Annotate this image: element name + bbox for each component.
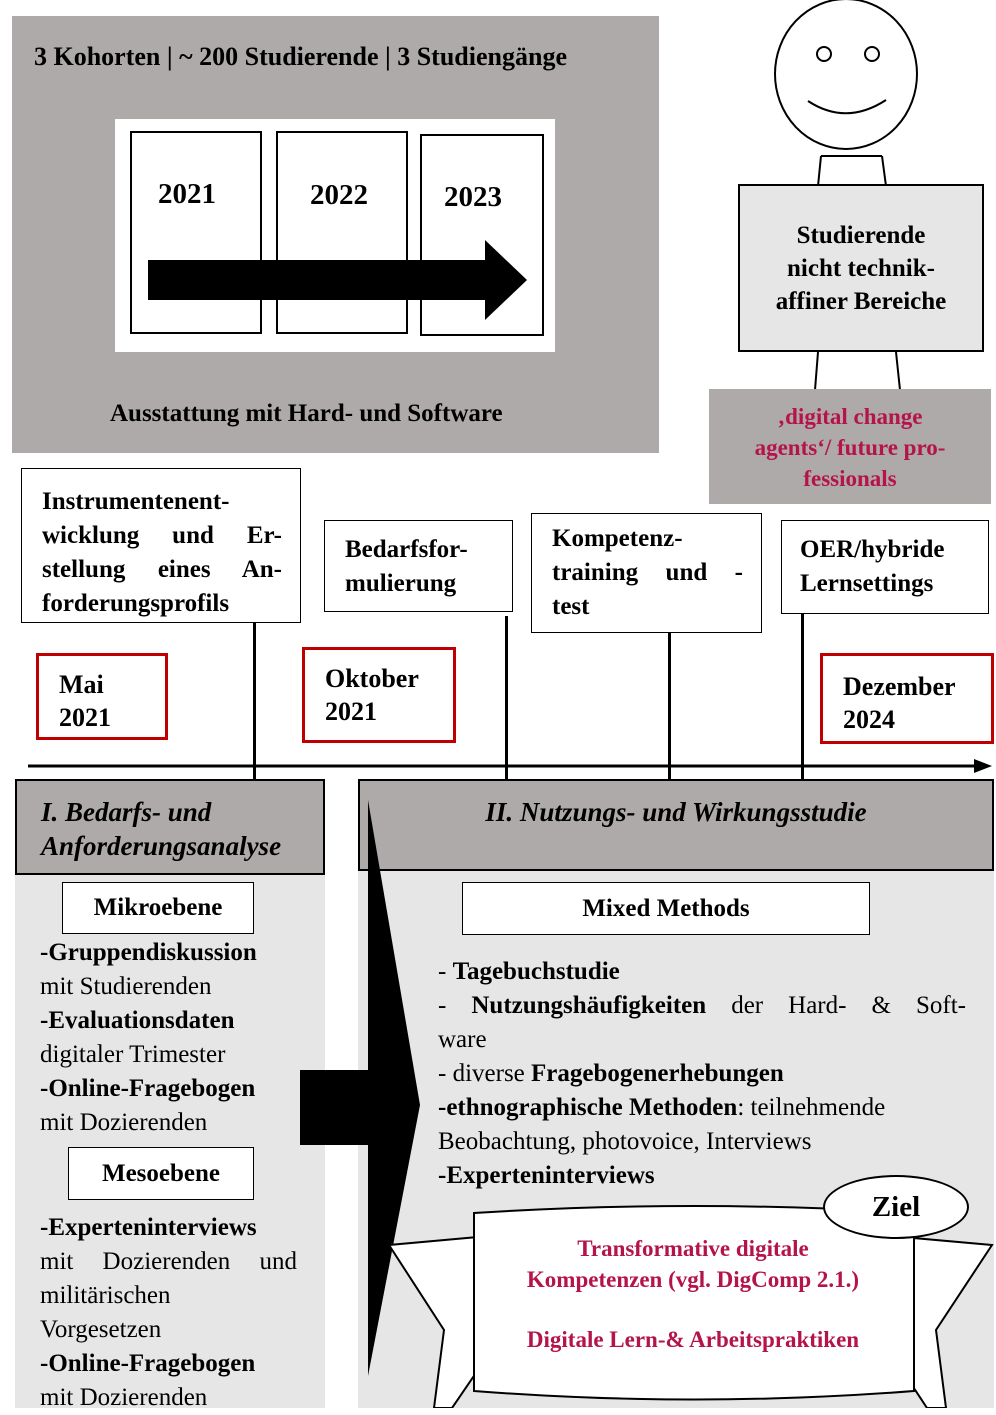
date-text: 2024	[843, 705, 895, 734]
milestone-text: Lernsettings	[800, 570, 934, 597]
year-2021: 2021	[158, 178, 216, 210]
meso-item-title: -Experteninterviews	[40, 1214, 257, 1241]
milestone-text: forderungsprofils	[42, 590, 230, 617]
milestone-competence-training: Kompetenz- training und - test	[531, 513, 762, 633]
year-box-2022	[276, 131, 408, 334]
phase1-title-line: Anforderungsanalyse	[41, 831, 282, 861]
micro-item-text: digitaler Trimester	[40, 1041, 226, 1068]
phase1-body	[15, 875, 325, 1408]
micro-item-text: mit Studierenden	[40, 973, 212, 1000]
milestone-text: training und -	[552, 559, 743, 586]
milestone-text: test	[552, 593, 590, 620]
method-item-cont: ware	[438, 1026, 487, 1053]
phase2-header: II. Nutzungs- und Wirkungsstudie	[358, 779, 994, 871]
cohort-header: 3 Kohorten | ~ 200 Studierende | 3 Studi…	[34, 42, 567, 71]
goal-text-practices: Digitale Lern-& Arbeitspraktiken	[526, 1327, 860, 1352]
milestone-connector	[668, 630, 671, 780]
milestone-text: stellung eines An-	[42, 556, 282, 583]
year-box-2021	[130, 131, 262, 334]
phase2-title: II. Nutzungs- und Wirkungsstudie	[485, 797, 867, 827]
milestone-text: wicklung und Er-	[42, 522, 282, 549]
student-figure-icon	[774, 0, 918, 391]
year-box-2023	[420, 134, 544, 336]
milestone-text: mulierung	[345, 570, 457, 597]
phase1-header: I. Bedarfs- und Anforderungsanalyse	[15, 779, 325, 875]
micro-item-text: mit Dozierenden	[40, 1109, 208, 1136]
goal-label: Ziel	[823, 1175, 969, 1239]
students-line-1: Studierende	[796, 221, 926, 249]
method-item-cont: Beobachtung, photovoice, Interviews	[438, 1128, 812, 1155]
goal-text-competence: Transformative digitale Kompetenzen (vgl…	[474, 1233, 912, 1295]
timeline-axis-arrow-icon	[28, 759, 992, 773]
meso-item-text: mit Dozierenden	[40, 1384, 208, 1411]
date-dezember-2024: Dezember 2024	[820, 653, 994, 744]
meso-item-text: Vorgesetzen	[40, 1316, 162, 1343]
date-mai-2021: Mai 2021	[36, 653, 168, 740]
meso-item-text: mit Dozierenden und	[40, 1248, 297, 1275]
micro-item-title: -Gruppendiskussion	[40, 939, 257, 966]
milestone-connector	[801, 612, 804, 780]
microlevel-label: Mikroebene	[62, 882, 254, 934]
method-item: -Experteninterviews	[438, 1162, 655, 1189]
milestone-needs-formulation: Bedarfsfor- mulierung	[324, 520, 513, 612]
mesolevel-label: Mesoebene	[68, 1147, 254, 1200]
method-item: - Tagebuchstudie	[438, 958, 620, 985]
date-text: Oktober	[325, 664, 419, 693]
method-item: - diverse Fragebogenerhebungen	[438, 1060, 784, 1087]
micro-item-title: -Online-Fragebogen	[40, 1075, 256, 1102]
students-box: Studierende nicht technik- affiner Berei…	[738, 184, 984, 352]
equipment-label: Ausstattung mit Hard- und Software	[110, 400, 503, 427]
students-line-2: nicht technik-	[787, 254, 935, 282]
students-line-3: affiner Bereiche	[775, 287, 947, 315]
phase-transition-arrow-icon	[300, 800, 420, 1376]
date-oktober-2021: Oktober 2021	[302, 647, 456, 743]
timeline-arrow-icon	[148, 240, 527, 320]
meso-item-title: -Online-Fragebogen	[40, 1350, 256, 1377]
milestone-connector	[253, 622, 256, 780]
goal-line: Kompetenzen (vgl. DigComp 2.1.)	[526, 1267, 860, 1292]
date-text: Dezember	[843, 672, 956, 701]
methods-list: - Tagebuchstudie - Nutzungshäufigkeiten …	[438, 955, 966, 1193]
goal-banner-icon	[387, 1205, 994, 1408]
microlevel-list: -Gruppendiskussion mit Studierenden -Eva…	[40, 936, 310, 1140]
mesolevel-list: -Experteninterviews mit Dozierenden und …	[40, 1211, 297, 1415]
year-2022: 2022	[310, 179, 368, 211]
milestone-connector	[505, 616, 508, 780]
date-text: 2021	[59, 703, 111, 732]
phase1-title-line: I. Bedarfs- und	[41, 797, 212, 827]
milestone-text: Bedarfsfor-	[345, 536, 468, 563]
milestone-text: Kompetenz-	[552, 525, 683, 552]
milestone-instrument-development: Instrumentenent- wicklung und Er- stellu…	[21, 468, 301, 623]
milestone-text: OER/hybride	[800, 536, 945, 563]
milestone-oer-hybrid: OER/hybride Lernsettings	[781, 520, 989, 614]
method-item: - Nutzungshäufigkeiten der Hard- & Soft-	[438, 992, 966, 1019]
method-item: -ethnographische Methoden: teilnehmende	[438, 1094, 886, 1121]
year-2023: 2023	[444, 181, 502, 213]
agents-line-2: agents‘/ future pro-	[754, 435, 946, 460]
change-agents-box: ‚digital change agents‘/ future pro- fes…	[709, 389, 991, 504]
agents-line-1: ‚digital change	[777, 404, 923, 429]
date-text: 2021	[325, 697, 377, 726]
milestone-text: Instrumentenent-	[42, 488, 230, 515]
micro-item-title: -Evaluationsdaten	[40, 1007, 235, 1034]
date-text: Mai	[59, 670, 104, 699]
agents-line-3: fessionals	[803, 466, 897, 491]
mixed-methods-label: Mixed Methods	[462, 882, 870, 935]
meso-item-text: militärischen	[40, 1282, 171, 1309]
goal-line: Transformative digitale	[577, 1236, 809, 1261]
